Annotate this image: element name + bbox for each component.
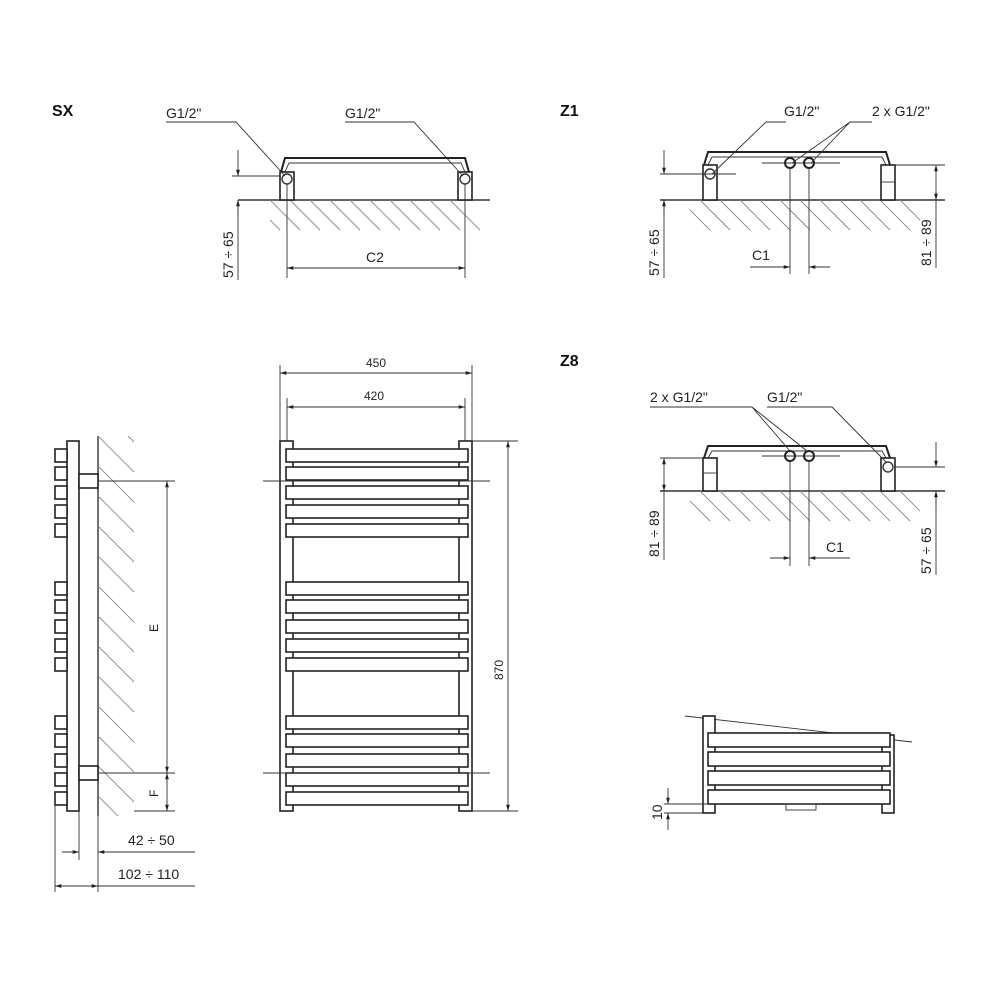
bar — [285, 448, 469, 463]
wall-hatch — [98, 436, 134, 816]
bar — [285, 581, 469, 596]
dim-label-left: 57 ÷ 65 — [646, 229, 662, 276]
bar — [285, 753, 469, 768]
detail-view: 10 — [649, 715, 913, 830]
connector-right — [880, 164, 896, 201]
connector-left — [702, 457, 718, 492]
bar-end — [54, 733, 68, 748]
bar — [285, 638, 469, 653]
detail-bar — [707, 732, 891, 748]
bar-end — [54, 619, 68, 634]
port-label-double: 2 x G1/2" — [872, 103, 930, 119]
bar-end — [54, 638, 68, 653]
bar-end — [54, 448, 68, 463]
view-z8: Z8 2 x G1/2" G1/2" 81 ÷ 89 57 ÷ 65 — [560, 353, 945, 575]
dim-label-right: 57 ÷ 65 — [918, 527, 934, 574]
dim-label-450: 450 — [366, 356, 386, 370]
bar — [285, 619, 469, 634]
leader-right — [345, 121, 464, 177]
bar — [285, 733, 469, 748]
dim-label-gap: 10 — [649, 804, 665, 820]
dim-label-420: 420 — [364, 389, 384, 403]
dim-label-f: F — [147, 790, 161, 797]
bar — [285, 657, 469, 672]
bar-end — [54, 657, 68, 672]
dim-label-c1: C1 — [752, 247, 770, 263]
dim-label-c2: C2 — [366, 249, 384, 265]
bar — [285, 485, 469, 500]
wall-hatch — [690, 200, 920, 231]
dim-label-height: 57 ÷ 65 — [220, 231, 236, 278]
top-pipe-inner — [707, 156, 887, 166]
connector-left — [702, 164, 718, 201]
side-view: E F 42 ÷ 50 102 ÷ 110 — [54, 436, 195, 892]
bar — [285, 466, 469, 481]
port-label-single: G1/2" — [767, 389, 802, 405]
bar-end — [54, 715, 68, 730]
view-title-z1: Z1 — [560, 103, 579, 120]
bar-end — [54, 581, 68, 596]
bar — [285, 504, 469, 519]
connector-bottom — [78, 765, 99, 781]
bar — [285, 523, 469, 538]
dim-label-left: 81 ÷ 89 — [646, 510, 662, 557]
top-pipe-inner — [284, 162, 466, 173]
port-label-double: 2 x G1/2" — [650, 389, 708, 405]
connector-top — [78, 473, 99, 489]
bar-end — [54, 466, 68, 481]
view-title-sx: SX — [52, 103, 74, 120]
detail-bar — [707, 770, 891, 786]
bars — [285, 448, 469, 806]
leader-single — [711, 121, 786, 175]
wall-hatch — [690, 491, 920, 522]
port-label-right: G1/2" — [345, 105, 380, 121]
bar-end — [54, 791, 68, 806]
connector-right — [880, 457, 896, 492]
bar — [285, 715, 469, 730]
bar — [285, 791, 469, 806]
port-label-left: G1/2" — [166, 105, 201, 121]
leader-left — [166, 121, 286, 177]
dim-label-right: 81 ÷ 89 — [918, 219, 934, 266]
detail-bar — [707, 789, 891, 805]
dim-label-depth-outer: 102 ÷ 110 — [118, 866, 179, 882]
bar — [285, 599, 469, 614]
top-pipe-inner — [707, 450, 887, 459]
dim-label-870: 870 — [492, 660, 506, 680]
front-view: 450 420 870 — [263, 356, 518, 812]
view-title-z8: Z8 — [560, 353, 579, 370]
top-pipe — [703, 151, 891, 166]
dim-label-c1: C1 — [826, 539, 844, 555]
bar-end — [54, 504, 68, 519]
side-bar-ends — [54, 448, 68, 806]
dim-label-e: E — [147, 624, 161, 632]
side-rail — [66, 440, 80, 812]
detail-bar — [707, 751, 891, 767]
detail-valve — [785, 803, 817, 811]
leader-double — [650, 406, 808, 452]
bar-end — [54, 523, 68, 538]
bar-end — [54, 753, 68, 768]
bar — [285, 772, 469, 787]
top-pipe — [280, 157, 470, 173]
wall-hatch — [270, 200, 480, 231]
view-sx: SX G1/2" G1/2" 57 ÷ 65 C2 — [52, 103, 490, 280]
port-label-single: G1/2" — [784, 103, 819, 119]
dim-label-depth-inner: 42 ÷ 50 — [128, 832, 175, 848]
bar-end — [54, 485, 68, 500]
top-pipe — [703, 445, 891, 459]
port-circle-single — [882, 461, 894, 473]
leader-double — [791, 121, 872, 164]
bar-end — [54, 772, 68, 787]
leader-single — [767, 406, 887, 463]
bar-end — [54, 599, 68, 614]
view-z1: Z1 G1/2" 2 x G1/2" 57 ÷ 65 81 ÷ 89 — [560, 103, 945, 278]
